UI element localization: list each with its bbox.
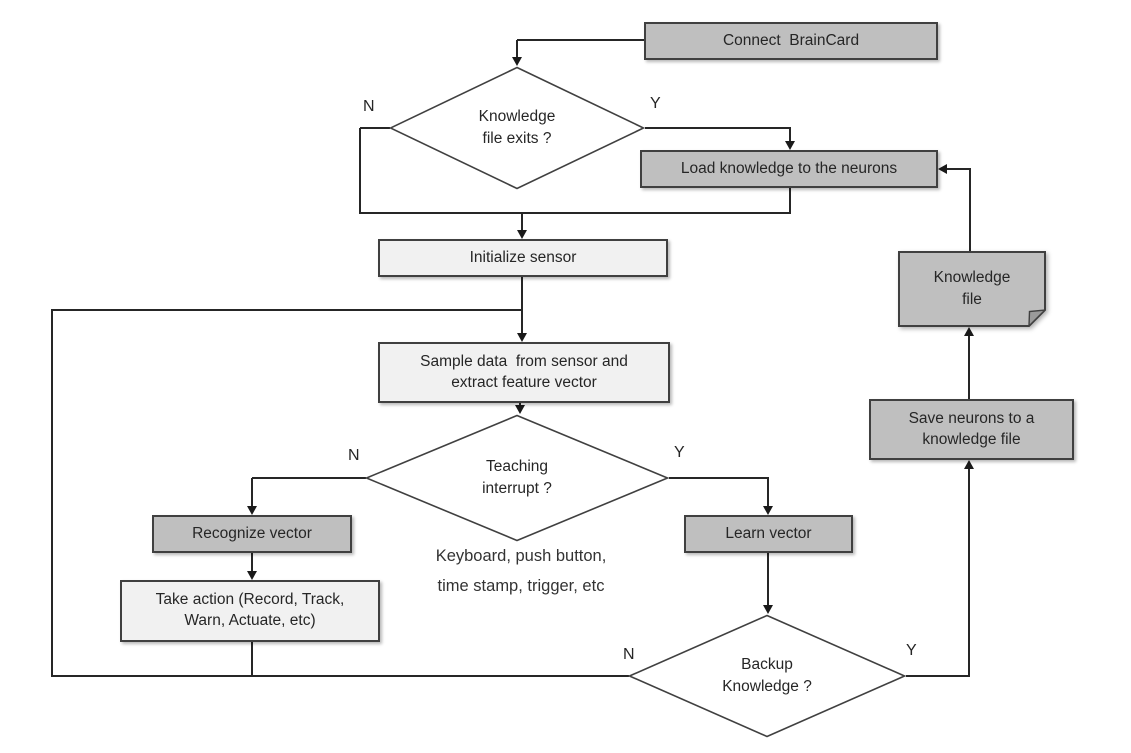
connector-init-to-sample-v [521, 277, 523, 334]
arrowhead-into-take-action [247, 571, 257, 580]
decision-label: Teaching interrupt ? [482, 458, 552, 497]
connector-connect-to-exists-h [517, 39, 645, 41]
branch-label-teaching-no: N [348, 447, 360, 464]
branch-label-exists-no: N [363, 98, 375, 115]
arrowhead-into-learn [763, 506, 773, 515]
connector-backup-yes-h [906, 675, 970, 677]
node-load-knowledge: Load knowledge to the neurons [640, 150, 938, 188]
arrowhead-into-backup [763, 605, 773, 614]
diamond-shape [628, 614, 906, 738]
connector-teaching-yes-h [669, 477, 769, 479]
connector-loop-bottom-h [51, 675, 629, 677]
connector-loop-top-h [51, 309, 522, 311]
arrowhead-into-save [964, 460, 974, 469]
node-initialize-sensor: Initialize sensor [378, 239, 668, 277]
connector-loop-left-v [51, 310, 53, 676]
connector-backup-yes-v [968, 469, 970, 677]
arrowhead-into-kfile [964, 327, 974, 336]
connector-teaching-no-h [252, 477, 366, 479]
branch-label-backup-no: N [623, 646, 635, 663]
branch-label-teaching-yes: Y [674, 444, 685, 461]
node-save-neurons: Save neurons to a knowledge file [869, 399, 1074, 460]
connector-teaching-no-v [251, 478, 253, 507]
connector-exists-yes-h [645, 127, 791, 129]
decision-label: Knowledge file exits ? [478, 108, 556, 147]
diamond-shape [389, 66, 645, 190]
arrowhead-into-exists [512, 57, 522, 66]
connector-exists-no-h1 [360, 127, 390, 129]
node-connect-braincard: Connect BrainCard [644, 22, 938, 60]
arrowhead-into-load-right [938, 164, 947, 174]
diamond-shape [365, 414, 669, 542]
node-take-action: Take action (Record, Track, Warn, Actuat… [120, 580, 380, 642]
connector-exists-yes-v [789, 128, 791, 142]
arrowhead-into-load [785, 141, 795, 150]
arrowhead-into-init [517, 230, 527, 239]
decision-teaching-interrupt: Teaching interrupt ? [365, 414, 669, 542]
document-label: Knowledge file [933, 269, 1011, 308]
arrowhead-into-teaching [515, 405, 525, 414]
connector-take-to-loop-v [251, 642, 253, 676]
decision-label: Backup Knowledge ? [722, 656, 812, 695]
connector-save-to-kfile-v [968, 336, 970, 399]
connector-load-down-v [789, 188, 791, 214]
annotation-teaching-sources: Keyboard, push button, time stamp, trigg… [435, 547, 607, 595]
connector-teaching-yes-v [767, 478, 769, 507]
node-knowledge-file: Knowledge file [898, 251, 1047, 328]
node-learn-vector: Learn vector [684, 515, 853, 553]
connector-merge-h [359, 212, 791, 214]
folded-document-shape [898, 251, 1047, 328]
connector-exists-no-v [359, 128, 361, 214]
decision-backup-knowledge: Backup Knowledge ? [628, 614, 906, 738]
decision-knowledge-file-exists: Knowledge file exits ? [389, 66, 645, 190]
connector-connect-to-exists-v [516, 40, 518, 58]
node-recognize-vector: Recognize vector [152, 515, 352, 553]
arrowhead-into-sample [517, 333, 527, 342]
connector-into-init-v [521, 213, 523, 231]
connector-kfile-up-v [969, 169, 971, 251]
arrowhead-into-recognize [247, 506, 257, 515]
connector-recognize-to-take-v [251, 553, 253, 572]
branch-label-backup-yes: Y [906, 642, 917, 659]
branch-label-exists-yes: Y [650, 95, 661, 112]
connector-learn-to-backup-v [767, 553, 769, 606]
connector-kfile-to-load-h [946, 168, 971, 170]
node-sample-data: Sample data from sensor and extract feat… [378, 342, 670, 403]
